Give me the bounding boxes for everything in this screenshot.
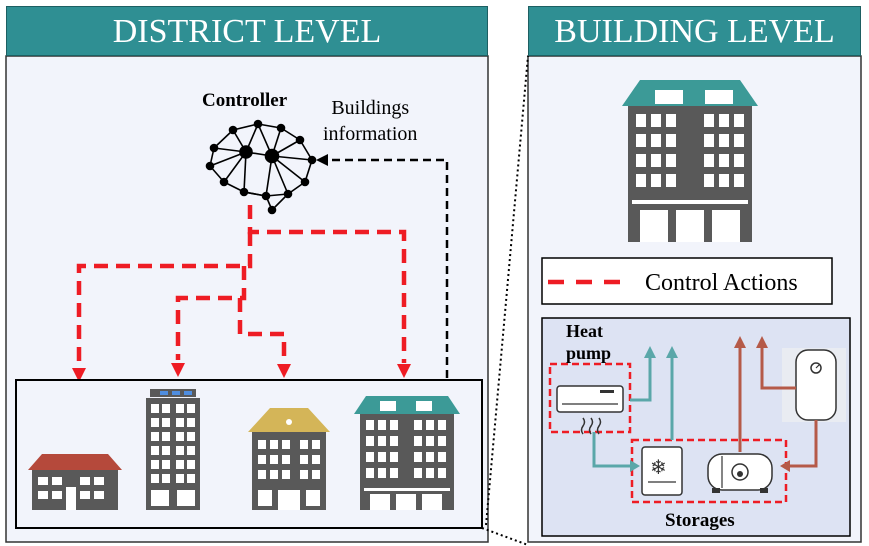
heat-pump-icon	[556, 385, 624, 435]
cold-storage-icon: ❄	[641, 446, 683, 496]
storages-frame	[630, 438, 788, 504]
svg-text:❄: ❄	[650, 455, 667, 479]
hot-water-tank-icon	[707, 453, 773, 493]
storages-label: Storages	[665, 510, 735, 531]
cold-pipes	[592, 356, 674, 468]
heat-pump-label: Heat pump	[566, 320, 611, 364]
hot-pipe-arrowheads	[734, 336, 790, 472]
hot-pipes	[738, 346, 818, 468]
heat-pump-line1: Heat	[566, 321, 603, 341]
buildings-information-arrowhead	[316, 154, 328, 166]
gold-roof-building-icon	[248, 408, 330, 510]
control-action-arrowheads	[72, 363, 411, 382]
legend-label: Control Actions	[645, 270, 798, 296]
teal-roof-building-icon	[354, 396, 460, 510]
buildings-information-line1: Buildings	[331, 97, 410, 119]
cold-pipe-arrowheads	[630, 346, 678, 472]
buildings-information-line2: information	[323, 123, 418, 145]
zoom-connector-top	[485, 55, 529, 526]
boiler-icon	[782, 348, 846, 422]
district-level-header: DISTRICT LEVEL	[6, 6, 488, 56]
tower-building-icon	[146, 389, 200, 510]
control-action-arrows	[76, 205, 407, 366]
controller-label: Controller	[202, 90, 288, 111]
building-level-header: BUILDING LEVEL	[528, 6, 861, 56]
zoom-connector-bottom	[481, 527, 529, 546]
large-building-icon	[622, 80, 758, 242]
heat-pump-line2: pump	[566, 343, 612, 363]
buildings-information-label: Buildings information	[323, 95, 417, 147]
house-building-icon	[28, 454, 122, 510]
brain-network-icon	[205, 119, 317, 215]
buildings-information-arrow	[326, 158, 449, 378]
